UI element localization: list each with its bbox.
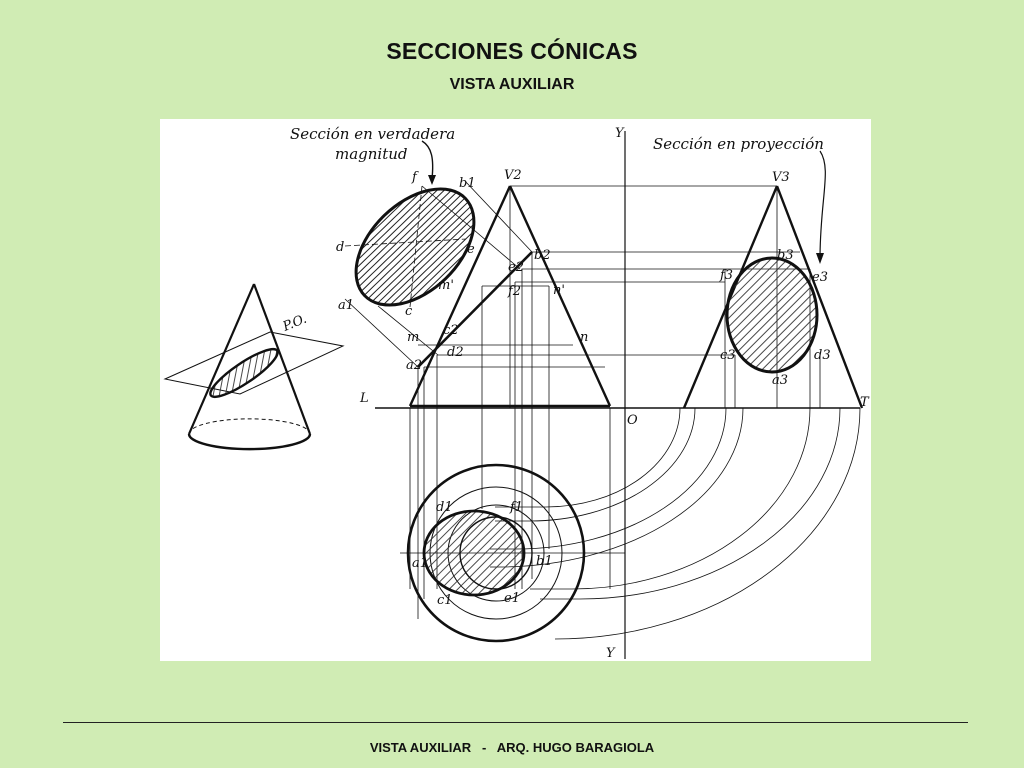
label-v3: V3 bbox=[772, 170, 790, 185]
label-b1-plan: b1 bbox=[536, 554, 553, 569]
true-size-section bbox=[344, 180, 533, 368]
label-n-prime: n' bbox=[553, 283, 565, 298]
label-e: e bbox=[467, 242, 475, 257]
label-b1: b1 bbox=[459, 176, 476, 191]
axis-label-y-top: Y bbox=[615, 126, 625, 141]
true-size-arrow bbox=[421, 140, 434, 180]
label-n: n bbox=[580, 330, 588, 345]
label-b3: b3 bbox=[777, 248, 794, 263]
label-a1: a1 bbox=[338, 298, 354, 313]
label-v2: V2 bbox=[504, 168, 522, 183]
true-size-label-line2: magnitud bbox=[335, 145, 408, 163]
label-c2: c2 bbox=[443, 323, 459, 338]
axis-label-o: O bbox=[627, 413, 638, 428]
label-e3: e3 bbox=[812, 270, 828, 285]
label-f3: f3 bbox=[719, 268, 733, 283]
transfer-arcs bbox=[490, 407, 861, 640]
label-m-prime: m' bbox=[438, 278, 454, 293]
label-a1-plan: a1 bbox=[412, 556, 428, 571]
label-c1: c1 bbox=[437, 593, 453, 608]
label-d3: d3 bbox=[814, 348, 831, 363]
label-d2: d2 bbox=[447, 345, 464, 360]
label-b2: b2 bbox=[534, 248, 551, 263]
axis-label-l: L bbox=[359, 391, 369, 406]
technical-drawing: P.O. Sección en verdadera magnitud bbox=[160, 119, 871, 661]
front-view-cone bbox=[408, 185, 810, 408]
label-d: d bbox=[336, 240, 344, 255]
label-a3: a3 bbox=[772, 373, 788, 388]
true-size-arrowhead bbox=[428, 175, 436, 185]
projection-arrow bbox=[819, 150, 826, 260]
footer-divider bbox=[63, 722, 968, 723]
top-view-plan bbox=[406, 463, 586, 643]
label-m: m bbox=[407, 330, 419, 345]
projected-section bbox=[725, 256, 819, 374]
label-e1: e1 bbox=[504, 591, 520, 606]
axis-label-t: T bbox=[860, 395, 870, 410]
true-size-label-line1: Sección en verdadera bbox=[290, 125, 455, 143]
slide-title: SECCIONES CÓNICAS bbox=[386, 38, 638, 64]
plane-label: P.O. bbox=[280, 312, 309, 335]
axis-label-y-bottom: Y bbox=[606, 646, 616, 661]
slide-footer: VISTA AUXILIAR - ARQ. HUGO BARAGIOLA bbox=[369, 740, 655, 755]
label-f1: f1 bbox=[509, 500, 523, 515]
label-d1: d1 bbox=[436, 500, 453, 515]
perspective-cone-sketch bbox=[163, 283, 345, 451]
slide-subtitle: VISTA AUXILIAR bbox=[449, 76, 575, 93]
projection-label: Sección en proyección bbox=[653, 135, 824, 153]
label-a2: a2 bbox=[406, 358, 422, 373]
projection-arrowhead bbox=[816, 253, 824, 264]
label-c: c bbox=[405, 304, 413, 319]
label-f: f bbox=[411, 170, 419, 185]
label-e2: e2 bbox=[508, 260, 524, 275]
label-f2: f2 bbox=[507, 284, 521, 299]
label-c3: c3 bbox=[720, 348, 736, 363]
